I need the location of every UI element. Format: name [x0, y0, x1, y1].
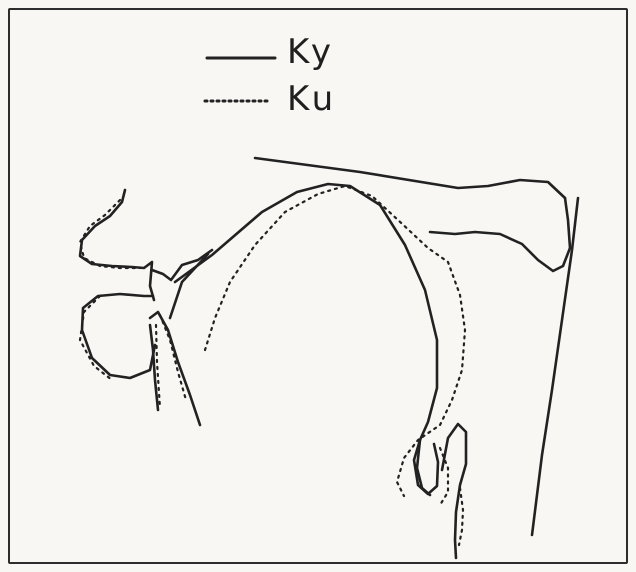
ky-contour — [80, 158, 578, 558]
ky-pharynx-wall — [532, 198, 578, 535]
ku-contour — [80, 186, 465, 545]
ku-lower-jaw — [160, 315, 186, 400]
ku-arytenoid — [440, 448, 448, 505]
ky-tongue-dorsum — [175, 184, 437, 495]
ky-upper-lip — [80, 190, 154, 300]
legend-solid-label: Ky — [287, 35, 335, 69]
ky-velum — [430, 198, 570, 271]
ky-epiglottis — [442, 424, 466, 558]
legend-dotted-label: Ku — [287, 82, 337, 116]
ku-tongue-dorsum — [205, 186, 465, 496]
